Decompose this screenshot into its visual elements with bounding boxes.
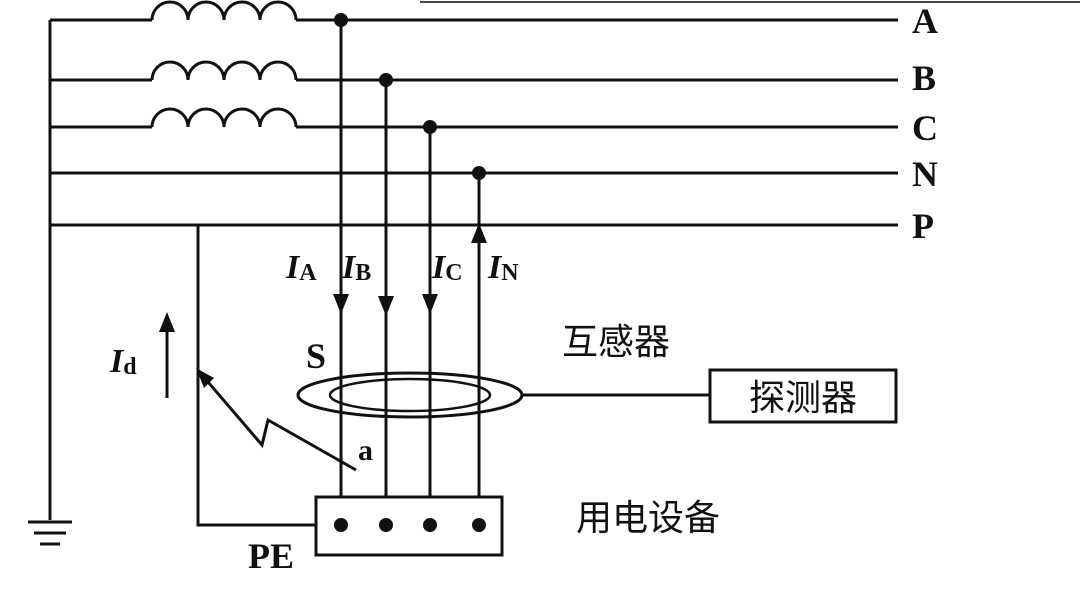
fault-path [196, 368, 357, 472]
line-A [50, 0, 898, 22]
line-B [50, 60, 898, 82]
label-N: N [912, 154, 938, 194]
terminal-A [334, 518, 348, 532]
terminal-C [423, 518, 437, 532]
transformer-label: 互感器 [562, 322, 670, 363]
label-P: P [912, 206, 934, 246]
current-transformer-ring [296, 371, 524, 419]
detector-box [708, 368, 898, 424]
current-label-IC: IC [431, 249, 463, 286]
arrow-down-B-icon [378, 296, 394, 316]
label-S: S [306, 336, 326, 376]
label-PE: PE [248, 536, 294, 576]
line-C [50, 107, 898, 129]
arrow-up-Id-icon [159, 312, 175, 398]
terminal-B [379, 518, 393, 532]
current-label-IN: IN [487, 249, 519, 286]
label-B: B [912, 58, 936, 98]
label-A: A [912, 1, 938, 41]
current-label-IA: IA [285, 249, 317, 286]
label-a: a [358, 434, 373, 467]
arrow-up-N-icon [471, 223, 487, 243]
arrow-down-C-icon [422, 294, 438, 314]
arrow-down-A-icon [333, 294, 349, 314]
detector-label: 探测器 [749, 378, 857, 419]
label-C: C [912, 108, 938, 148]
current-label-IB: IB [341, 249, 371, 286]
terminal-N [472, 518, 486, 532]
current-label-Id: Id [109, 343, 137, 380]
ground-icon [28, 520, 72, 546]
equipment-label: 用电设备 [576, 498, 720, 539]
pe-wire [196, 225, 316, 527]
